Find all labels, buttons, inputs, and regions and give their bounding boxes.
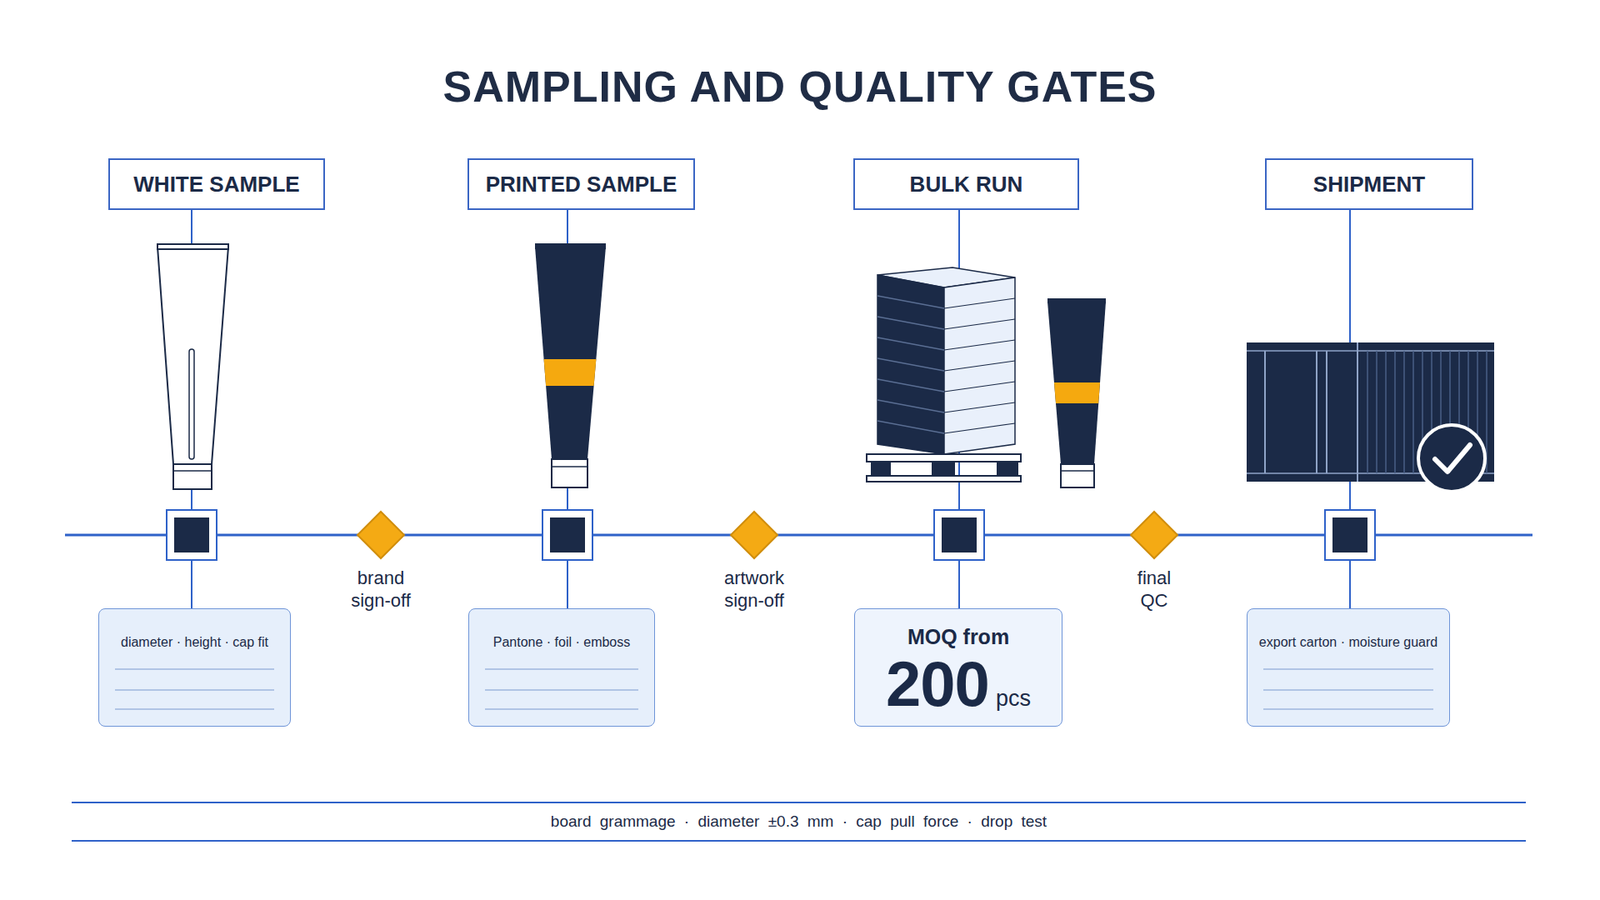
printed-tube xyxy=(535,243,606,488)
tube-band xyxy=(544,359,597,386)
gate-square-fill xyxy=(941,517,977,553)
gate-label: final QC xyxy=(1125,566,1184,612)
pallet-deck xyxy=(866,454,1021,462)
stage-header: SHIPMENT xyxy=(1265,158,1474,210)
diamond-outline xyxy=(1130,511,1178,559)
pallet-block xyxy=(996,461,1019,476)
diamond-shape xyxy=(356,510,405,560)
check-card: Pantone · foil · emboss xyxy=(468,608,655,727)
check-circle xyxy=(1418,425,1485,492)
carton-lines xyxy=(944,298,1015,434)
tube-body xyxy=(1047,301,1106,465)
tube-crimp xyxy=(535,243,606,250)
bulk-tube xyxy=(1047,298,1106,488)
moq-number: 200 xyxy=(885,652,990,716)
gate-square xyxy=(934,510,985,560)
header-text: PRINTED SAMPLE xyxy=(485,171,678,198)
stack-front xyxy=(877,275,945,455)
stage-header: PRINTED SAMPLE xyxy=(467,158,695,210)
moq-unit: pcs xyxy=(995,685,1031,712)
cap-line xyxy=(173,470,212,472)
cap-line xyxy=(1060,470,1095,472)
gate-square-fill xyxy=(550,517,585,553)
pallet-stack xyxy=(866,267,1021,482)
carton-lines xyxy=(877,295,945,434)
card-text: export carton · moisture guard xyxy=(1254,633,1443,652)
gate-diamond: final QC xyxy=(1130,510,1179,560)
diamond-outline xyxy=(357,511,405,559)
header-text: WHITE SAMPLE xyxy=(133,171,300,198)
gate-label: brand sign-off xyxy=(339,566,423,612)
pallet-base xyxy=(866,475,1021,482)
card-text: Pantone · foil · emboss xyxy=(475,633,648,652)
gate-label: artwork sign-off xyxy=(712,566,796,612)
moq-row: 200pcs xyxy=(855,652,1062,716)
gate-diamond: brand sign-off xyxy=(356,510,405,560)
card-text: diameter · height · cap fit xyxy=(105,633,284,652)
tube-cap xyxy=(1060,464,1095,488)
check-card: export carton · moisture guard xyxy=(1246,608,1450,727)
pallet-block xyxy=(870,461,891,476)
gate-square-fill xyxy=(1332,517,1368,553)
stage-header: BULK RUN xyxy=(853,158,1080,210)
cap-line xyxy=(551,465,588,468)
shipping-container xyxy=(1246,342,1495,492)
gate-square xyxy=(166,510,217,560)
white-tube xyxy=(157,244,229,490)
tube-cap xyxy=(173,464,212,490)
tube-body xyxy=(535,246,606,460)
check-card: diameter · height · cap fit xyxy=(98,608,291,727)
gate-square xyxy=(542,510,593,560)
gate-squares xyxy=(166,510,1375,560)
spec-text: board grammage · diameter ±0.3 mm · cap … xyxy=(550,812,1047,831)
moq-heading: MOQ from xyxy=(855,624,1062,650)
tube-cap xyxy=(551,459,588,488)
header-text: BULK RUN xyxy=(910,171,1024,198)
tube-crimp xyxy=(157,244,229,250)
diamond-shape xyxy=(1130,510,1179,560)
container-body xyxy=(1246,342,1495,482)
diamond-outline xyxy=(730,511,778,559)
tube-crimp xyxy=(1047,298,1106,304)
gate-diamond: artwork sign-off xyxy=(730,510,779,560)
container-doors xyxy=(1265,342,1358,482)
diamond-shape xyxy=(730,510,779,560)
pallet-block xyxy=(931,461,955,476)
timeline-line xyxy=(65,534,1533,537)
stack-side xyxy=(944,277,1015,455)
tube-body xyxy=(157,246,229,465)
diagram-title: SAMPLING AND QUALITY GATES xyxy=(0,61,1600,112)
tube-slot xyxy=(189,349,195,460)
spec-band: board grammage · diameter ±0.3 mm · cap … xyxy=(71,801,1526,842)
check-mark xyxy=(1435,445,1470,472)
gate-square xyxy=(1325,510,1375,560)
moq-card: MOQ from200pcs xyxy=(854,608,1063,727)
tube-band xyxy=(1054,382,1100,404)
stage-header: WHITE SAMPLE xyxy=(108,158,325,210)
header-text: SHIPMENT xyxy=(1313,171,1425,198)
gate-square-fill xyxy=(174,517,210,553)
